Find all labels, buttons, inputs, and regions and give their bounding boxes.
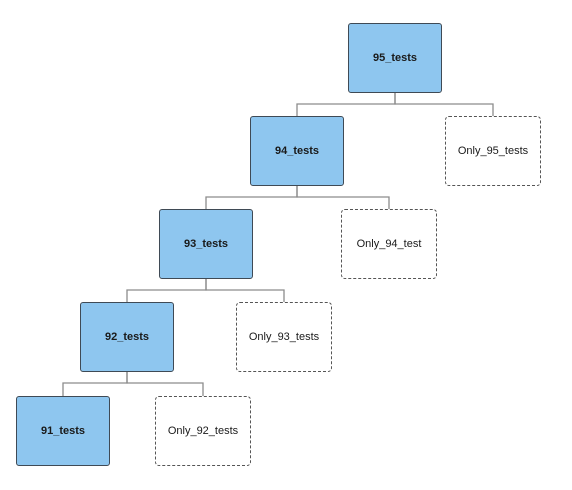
node-label: Only_94_test — [356, 238, 422, 250]
node-95-tests[interactable]: 95_tests — [348, 23, 442, 93]
connector-n93-o93 — [205, 279, 285, 302]
node-label: 94_tests — [274, 145, 320, 157]
node-only-93-tests[interactable]: Only_93_tests — [236, 302, 332, 372]
node-92-tests[interactable]: 92_tests — [80, 302, 174, 372]
node-only-94-test[interactable]: Only_94_test — [341, 209, 437, 279]
connector-n92-n91 — [62, 372, 128, 396]
node-label: Only_92_tests — [167, 425, 239, 437]
node-93-tests[interactable]: 93_tests — [159, 209, 253, 279]
node-label: 92_tests — [104, 331, 150, 343]
node-label: Only_93_tests — [248, 331, 320, 343]
connector-n93-n92 — [126, 279, 207, 302]
connector-n95-o95 — [394, 93, 494, 116]
edges — [62, 93, 494, 396]
connector-n92-o92 — [126, 372, 204, 396]
node-only-95-tests[interactable]: Only_95_tests — [445, 116, 541, 186]
node-label: Only_95_tests — [457, 145, 529, 157]
node-label: 93_tests — [183, 238, 229, 250]
node-94-tests[interactable]: 94_tests — [250, 116, 344, 186]
node-91-tests[interactable]: 91_tests — [16, 396, 110, 466]
node-label: 95_tests — [372, 52, 418, 64]
node-only-92-tests[interactable]: Only_92_tests — [155, 396, 251, 466]
connector-n95-n94 — [296, 93, 396, 116]
node-label: 91_tests — [40, 425, 86, 437]
connector-n94-o94 — [296, 186, 390, 209]
connector-n94-n93 — [205, 186, 298, 209]
